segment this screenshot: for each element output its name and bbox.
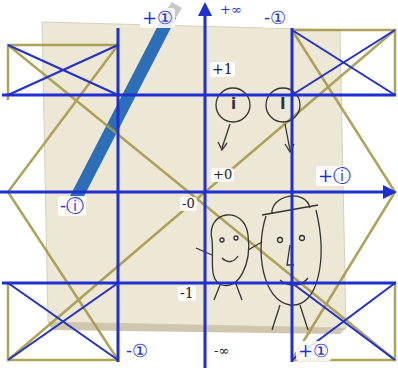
axis-label: +ⓘ — [316, 166, 353, 186]
axis-label: -1 — [178, 286, 196, 301]
axis-label: +① — [140, 8, 175, 28]
axis-label: -0 — [180, 197, 197, 211]
axis-label: -① — [124, 341, 150, 361]
axis-label: +1 — [210, 62, 235, 77]
axis-label: +∞ — [218, 3, 244, 17]
drawn-letter: i — [229, 96, 238, 113]
axis-label: +① — [296, 341, 331, 361]
axis-label: +0 — [211, 168, 234, 182]
axis-label: -∞ — [212, 344, 231, 358]
axis-label: -ⓘ — [58, 196, 86, 216]
drawn-letter: I — [278, 96, 288, 113]
axis-label: -① — [262, 8, 288, 28]
